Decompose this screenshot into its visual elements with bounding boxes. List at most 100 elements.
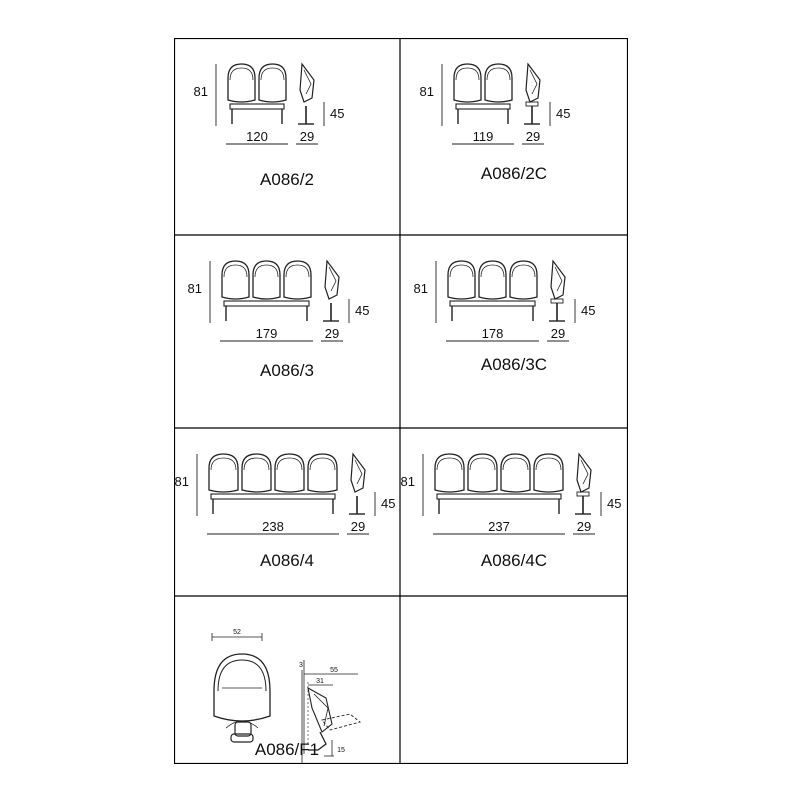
seat-shell: [478, 260, 507, 300]
height-label: 81: [175, 474, 189, 489]
seat-inner: [243, 457, 270, 471]
dim-mid-label: 31: [316, 678, 324, 685]
cell-a086-f1: 52 3 55 31 15 A086/F1: [174, 596, 400, 764]
model-label: A086/2: [260, 170, 314, 189]
seat-inner: [436, 457, 463, 471]
seat-height-label: 45: [330, 106, 344, 121]
seat-shell: [533, 453, 564, 493]
height-label: 81: [194, 84, 208, 99]
seat-inner: [210, 457, 237, 471]
dim-depth-label: 55: [330, 667, 338, 674]
depth-label: 29: [300, 129, 314, 144]
bench-drawing: 81 120 45 29: [194, 62, 344, 145]
seat-shell: [221, 260, 250, 300]
seat-inner: [502, 457, 529, 471]
seat-inner: [254, 264, 279, 278]
length-label: 178: [482, 326, 504, 341]
seat-inner: [511, 264, 536, 278]
seat-inner: [449, 264, 474, 278]
dim-top-label: 3: [299, 662, 303, 669]
length-label: 238: [262, 519, 284, 534]
height-label: 81: [420, 84, 434, 99]
length-label: 179: [256, 326, 278, 341]
height-label: 81: [414, 281, 428, 296]
cell-empty: [400, 596, 628, 764]
model-label: A086/4: [260, 551, 314, 570]
bench-beam: [449, 300, 536, 307]
length-label: 120: [246, 129, 268, 144]
side-shell: [324, 259, 340, 300]
depth-label: 29: [526, 129, 540, 144]
model-label: A086/4C: [480, 551, 548, 570]
side-shell: [350, 452, 366, 493]
grid-lines: [174, 38, 628, 764]
seat-height-label: 45: [581, 303, 595, 318]
bench-beam: [455, 103, 511, 110]
side-inner: [303, 69, 312, 95]
dim-width-label: 52: [233, 629, 241, 636]
seat-shell: [447, 260, 476, 300]
side-inner: [580, 459, 589, 485]
side-shell: [576, 452, 592, 493]
seat-shell: [208, 453, 239, 493]
seat-shell: [241, 453, 272, 493]
seat-height-label: 45: [607, 496, 621, 511]
seat-inner: [223, 264, 248, 278]
seat-shell: [258, 63, 287, 103]
depth-label: 29: [351, 519, 365, 534]
bench-beam: [223, 300, 310, 307]
seat-shell: [453, 63, 482, 103]
seat-shell: [252, 260, 281, 300]
length-label: 237: [488, 519, 510, 534]
model-label: A086/F1: [254, 740, 320, 759]
height-label: 81: [188, 281, 202, 296]
seat-inner: [229, 67, 254, 81]
seat-shell: [283, 260, 312, 300]
detail-drawing: 52 3 55 31 15: [211, 629, 361, 764]
seat-inner: [260, 67, 285, 81]
depth-label: 29: [551, 326, 565, 341]
seat-height-label: 45: [556, 106, 570, 121]
seat-inner: [455, 67, 480, 81]
bench-beam: [436, 493, 562, 500]
seat-shell: [274, 453, 305, 493]
side-inner: [554, 266, 563, 292]
seat-shell: [509, 260, 538, 300]
side-shell: [550, 259, 566, 300]
side-inner: [529, 69, 538, 95]
seat-inner: [535, 457, 562, 471]
console-bracket: [550, 298, 564, 304]
seat-shell: [467, 453, 498, 493]
model-label: A086/2C: [480, 164, 548, 183]
depth-label: 29: [577, 519, 591, 534]
seat-shell: [500, 453, 531, 493]
depth-label: 29: [325, 326, 339, 341]
seat-inner: [285, 264, 310, 278]
bench-drawing: 81 178 45 29: [414, 259, 595, 342]
bench-beam: [229, 103, 285, 110]
side-inner: [354, 459, 363, 485]
seat-inner: [480, 264, 505, 278]
console-bracket: [525, 101, 539, 107]
seat-shell: [307, 453, 338, 493]
height-label: 81: [401, 474, 415, 489]
seat-inner: [486, 67, 511, 81]
cell-a086-4c: 81 237 45 29 A086/4C: [400, 428, 628, 596]
seat-inner: [469, 457, 496, 471]
console-bracket: [576, 491, 590, 497]
dim-small-label: 15: [337, 747, 345, 754]
side-inner: [328, 266, 337, 292]
side-shell: [525, 62, 541, 103]
side-shell: [299, 62, 315, 103]
seat-shell: [434, 453, 465, 493]
seat-inner: [276, 457, 303, 471]
cell-a086-2: 81 120 45 29 A086/2: [174, 38, 400, 235]
seat-inner: [309, 457, 336, 471]
